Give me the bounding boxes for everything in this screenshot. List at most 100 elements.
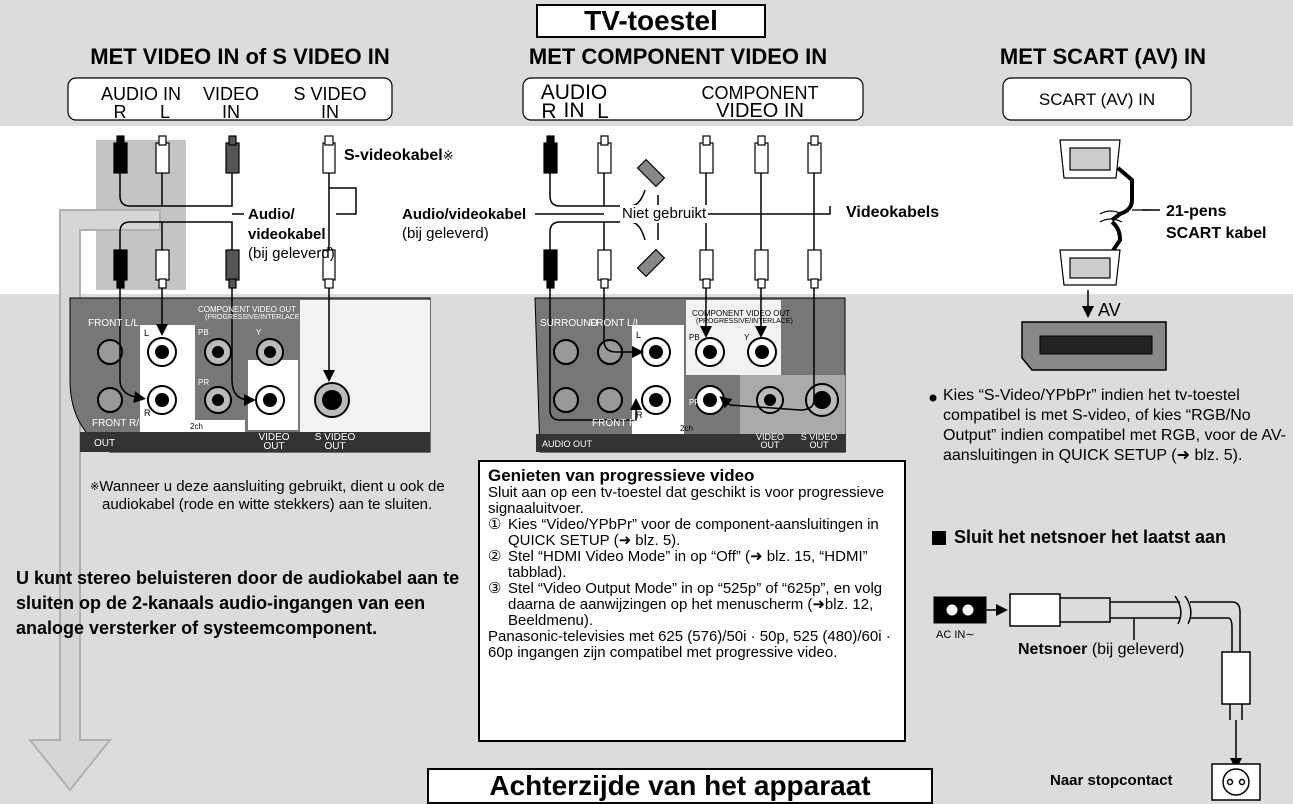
left-cables xyxy=(119,173,357,250)
scart-socket xyxy=(1021,321,1167,371)
label-svideo-cable: S-videokabel※ xyxy=(344,146,454,166)
heading-scart: MET SCART (AV) IN xyxy=(999,44,1207,69)
step-num: ① xyxy=(488,516,502,533)
label-scart-cable-1: 21-pens xyxy=(1166,203,1227,220)
panel-left-video-out-1: VIDEO xyxy=(258,432,290,443)
label-av-cable-mid-1: Audio/videokabel xyxy=(402,206,527,223)
label-av: AV xyxy=(1098,300,1121,320)
cord-label-main: Netsnoer xyxy=(1018,641,1088,658)
step-text: Stel “Video Output Mode” in op “525p” of… xyxy=(508,580,883,629)
panel-mid-front-rr: FRONT R/R xyxy=(592,418,647,429)
label-scart-cable-2: SCART kabel xyxy=(1166,225,1267,242)
scart-note: Kies “S-Video/YPbPr” indien het tv-toest… xyxy=(943,387,1286,464)
label-comp-2: VIDEO IN xyxy=(716,100,804,122)
panel-mid-r: R xyxy=(636,410,643,420)
tv-box-video-in xyxy=(67,77,393,121)
panel-left-comp-out: COMPONENT VIDEO OUT xyxy=(198,305,297,314)
label-audio-r-left: R xyxy=(113,102,127,122)
label-audio-l-left: L xyxy=(159,102,170,122)
panel-left-front-ll: FRONT L/L xyxy=(88,318,139,329)
panel-left-pr: PR xyxy=(198,378,210,387)
label-audio-r-mid: R xyxy=(541,100,557,123)
progressive-title: Genieten van progressieve video xyxy=(488,466,755,485)
panel-left-r: R xyxy=(144,408,151,418)
label-audio-in-mid: AUDIO IN xyxy=(540,81,608,122)
progressive-step-2: ② Stel “HDMI Video Mode” in op “Off” (➜ b… xyxy=(488,549,896,581)
panel-mid-comp-sub: (PROGRESSIVE/INTERLACE) xyxy=(696,318,793,325)
label-audio-in-left: AUDIO IN xyxy=(100,84,181,104)
tv-box-scart xyxy=(1002,77,1192,121)
cord-label-sub: (bij geleverd) xyxy=(1091,641,1185,658)
panel-mid-y: Y xyxy=(744,333,750,342)
footnote: ※Wanneer u deze aansluiting gebruikt, di… xyxy=(90,478,462,514)
progressive-intro: Sluit aan op een tv-toestel dat geschikt… xyxy=(488,484,885,517)
label-not-used: Niet gebruikt xyxy=(620,205,709,223)
footnote-text: Wanneer u deze aansluiting gebruikt, die… xyxy=(99,478,445,513)
panel-left-video-out-2: OUT xyxy=(263,441,285,452)
label-scart-in: SCART (AV) IN xyxy=(1038,90,1156,109)
label-video-in-1: VIDEO xyxy=(202,84,259,104)
cord-label: Netsnoer (bij geleverd) xyxy=(1018,641,1184,659)
heading-video-in: MET VIDEO IN of S VIDEO IN xyxy=(90,44,390,69)
progressive-step-3: ③ Stel “Video Output Mode” in op “525p” o… xyxy=(488,581,896,629)
progressive-box: Genieten van progressieve video Sluit aa… xyxy=(478,460,906,742)
panel-mid-svideo-out-1: S VIDEO xyxy=(800,432,838,442)
step-num: ③ xyxy=(488,580,502,597)
label-video-in-2: IN xyxy=(222,102,240,122)
label-video-cables: Videokabels xyxy=(846,204,940,221)
stereo-note: U kunt stereo beluisteren door de audiok… xyxy=(16,568,460,638)
step-text: Stel “HDMI Video Mode” in op “Off” (➜ bl… xyxy=(508,548,868,581)
panel-left-pb: PB xyxy=(198,328,209,337)
step-text: Kies “Video/YPbPr” voor de component-aan… xyxy=(508,516,879,549)
panel-mid-pb: PB xyxy=(689,333,700,342)
panel-mid-l: L xyxy=(636,330,642,340)
panel-mid-comp-out: COMPONENT VIDEO OUT xyxy=(692,309,791,318)
power-cord xyxy=(985,593,1251,770)
middle-rear-panel xyxy=(534,288,846,453)
panel-mid-audio-out: AUDIO OUT xyxy=(542,439,593,449)
ac-inlet xyxy=(933,596,987,624)
panel-left-svideo-out-1: S VIDEO xyxy=(314,432,356,443)
label-audio-l-mid: L xyxy=(597,100,609,123)
label-svideo-cable-text: S-videokabel xyxy=(344,147,443,164)
panel-mid-svideo-out-2: OUT xyxy=(809,440,829,450)
square-bullet xyxy=(932,531,946,545)
outlet-label: Naar stopcontact xyxy=(1050,772,1173,789)
panel-left-y: Y xyxy=(256,328,262,337)
round-bullet xyxy=(929,394,937,402)
panel-left-2ch: 2ch xyxy=(190,422,203,431)
ac-in-label: AC IN∼ xyxy=(936,629,975,641)
label-av-cable-left-2: videokabel xyxy=(248,226,326,243)
power-heading: Sluit het netsnoer het laatst aan xyxy=(954,527,1227,547)
panel-mid-pr: PR xyxy=(689,398,701,407)
tv-title: TV-toestel xyxy=(536,4,766,38)
svideo-mark: ※ xyxy=(442,148,454,163)
footnote-mark: ※ xyxy=(90,481,100,493)
panel-left-out: OUT xyxy=(94,438,116,449)
progressive-footer: Panasonic-televisies met 625 (576)/50i ·… xyxy=(488,628,891,661)
label-svideo-in-2: IN xyxy=(321,102,339,122)
panel-mid-video-out-1: VIDEO xyxy=(755,432,784,442)
tv-box-component xyxy=(522,77,864,121)
panel-left-l: L xyxy=(144,328,150,338)
panel-mid-surround: SURROUND xyxy=(540,318,598,329)
panel-mid-2ch: 2ch xyxy=(680,424,693,433)
progressive-step-1: ① Kies “Video/YPbPr” voor de component-aa… xyxy=(488,517,896,549)
rear-title: Achterzijde van het apparaat xyxy=(427,768,933,804)
label-av-cable-left-1: Audio/ xyxy=(248,206,295,223)
label-av-cable-left-3: (bij geleverd) xyxy=(248,245,335,262)
label-comp-1: COMPONENT xyxy=(701,83,819,103)
scart-cable xyxy=(1059,139,1150,286)
panel-left-comp-sub: (PROGRESSIVE/INTERLACE) xyxy=(205,314,302,321)
panel-left-svideo-out-2: OUT xyxy=(324,441,346,452)
panel-left-front-rr: FRONT R/R xyxy=(92,418,147,429)
label-svideo-in-1: S VIDEO xyxy=(293,84,367,104)
left-rear-panel xyxy=(69,288,431,453)
label-av-cable-mid-2: (bij geleverd) xyxy=(402,225,489,242)
heading-component: MET COMPONENT VIDEO IN xyxy=(528,44,828,69)
big-down-arrow xyxy=(27,209,161,792)
step-num: ② xyxy=(488,548,502,565)
panel-mid-video-out-2: OUT xyxy=(760,440,780,450)
panel-mid-front-ll: FRONT L/L xyxy=(590,318,641,329)
